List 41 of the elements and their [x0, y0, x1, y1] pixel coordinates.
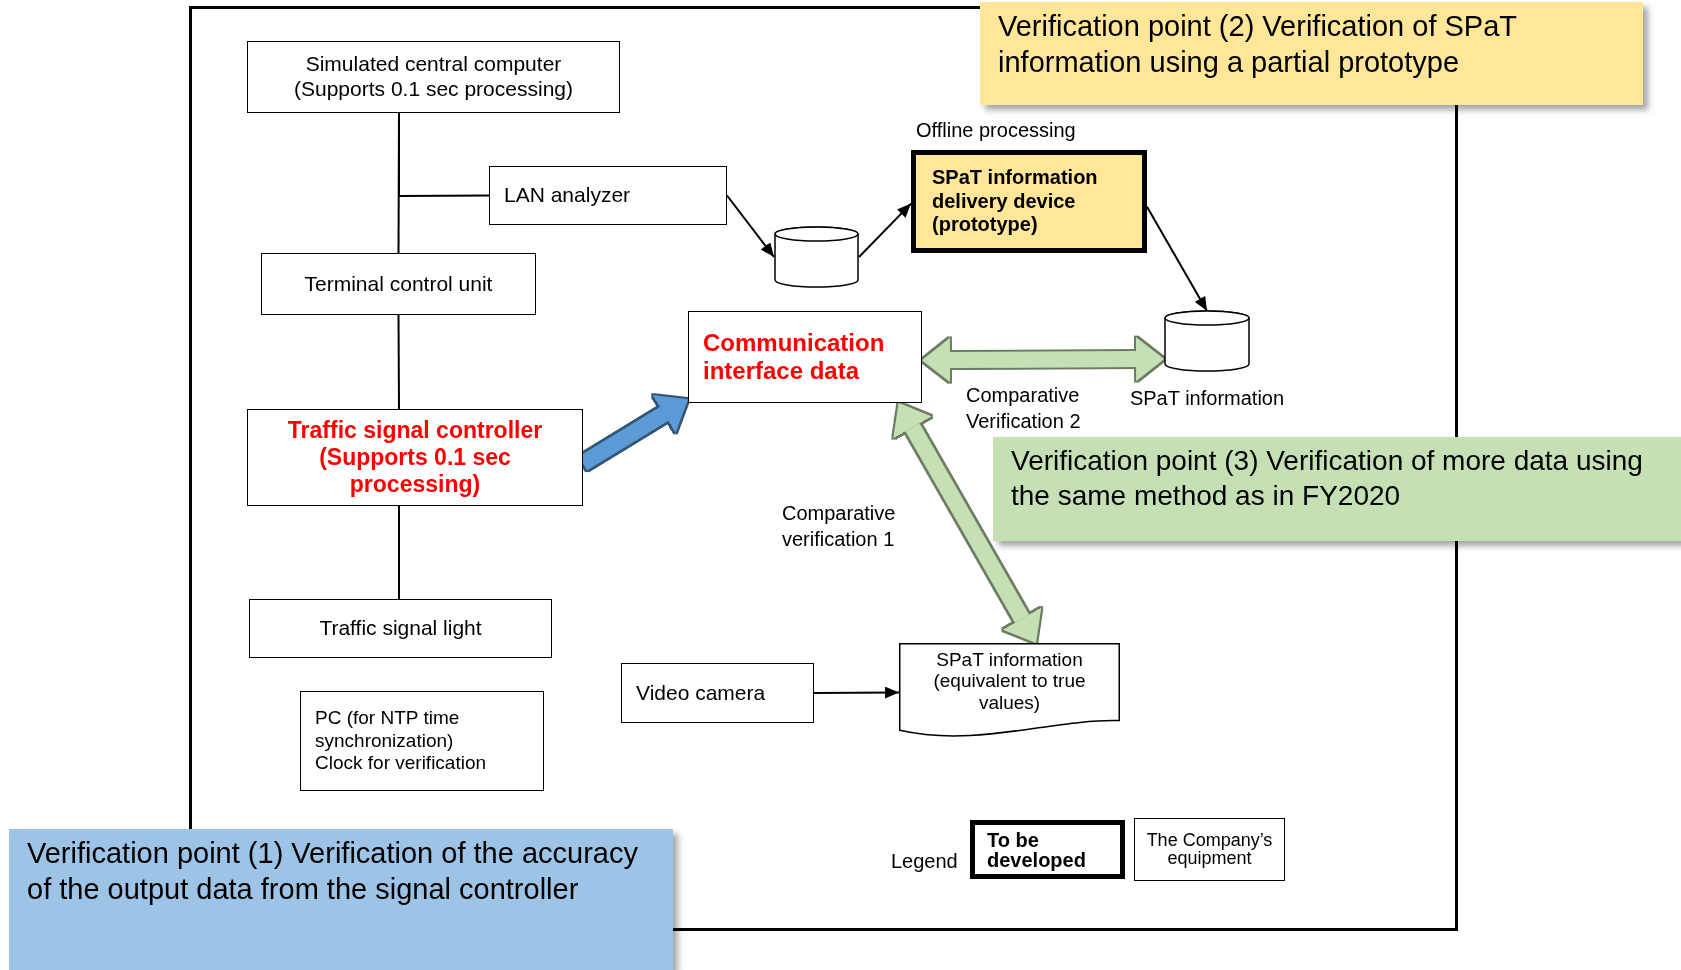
block-arrow	[893, 403, 1042, 643]
arrow	[858, 202, 912, 258]
callout-box	[980, 2, 1643, 105]
node-label: Communication interface data	[703, 328, 886, 386]
node-label: Video camera	[636, 680, 767, 706]
node-label: PC (for NTP time synchronization)	[315, 707, 461, 753]
process-box	[300, 691, 544, 791]
node-label: Terminal control unit	[303, 271, 494, 297]
callout-text: Verification point (3) Verification of more data using the same method as in FY2020	[1011, 444, 1644, 513]
node-label: Traffic signal controller (Supports 0.1 sec processing)	[286, 416, 544, 499]
node-caption: SPaT information	[1128, 387, 1286, 411]
callout-box	[9, 829, 673, 970]
callout-text: Verification point (2) Verification of SPaT information using a partial prototype	[998, 9, 1518, 81]
process-box	[247, 41, 620, 113]
node-label: SPaT information delivery device (prototype)	[932, 166, 1099, 237]
node-label: Simulated central computer (Supports 0.1 sec processing)	[293, 52, 574, 102]
process-box	[247, 409, 583, 506]
legend-label: To be developed	[987, 829, 1087, 870]
legend-title: Legend	[891, 850, 958, 873]
connector-line	[398, 112, 490, 197]
data-box	[688, 311, 922, 403]
process-box	[489, 166, 727, 225]
process-box	[621, 663, 814, 723]
node-caption: Offline processing	[916, 119, 1077, 143]
node-label: Clock for verification	[315, 752, 488, 775]
arrow	[726, 194, 775, 258]
node-label: Traffic signal light	[318, 616, 483, 641]
node-label: SPaT information (equivalent to true values)	[932, 649, 1087, 713]
arrow	[813, 686, 900, 699]
arrow	[1146, 205, 1208, 312]
connector-line	[398, 505, 400, 600]
callout-box	[993, 437, 1681, 541]
document-shape	[899, 643, 1120, 740]
callout-text: Verification point (1) Verification of the accuracy of the output data from the signal controller	[27, 836, 639, 908]
process-box	[261, 253, 536, 315]
node-label: LAN analyzer	[504, 183, 632, 208]
connector-line	[397, 314, 400, 410]
database-cylinder	[774, 227, 859, 287]
process-box	[249, 599, 552, 658]
block-arrow	[922, 337, 1164, 383]
legend-label: The Company’s equipment	[1145, 831, 1274, 868]
